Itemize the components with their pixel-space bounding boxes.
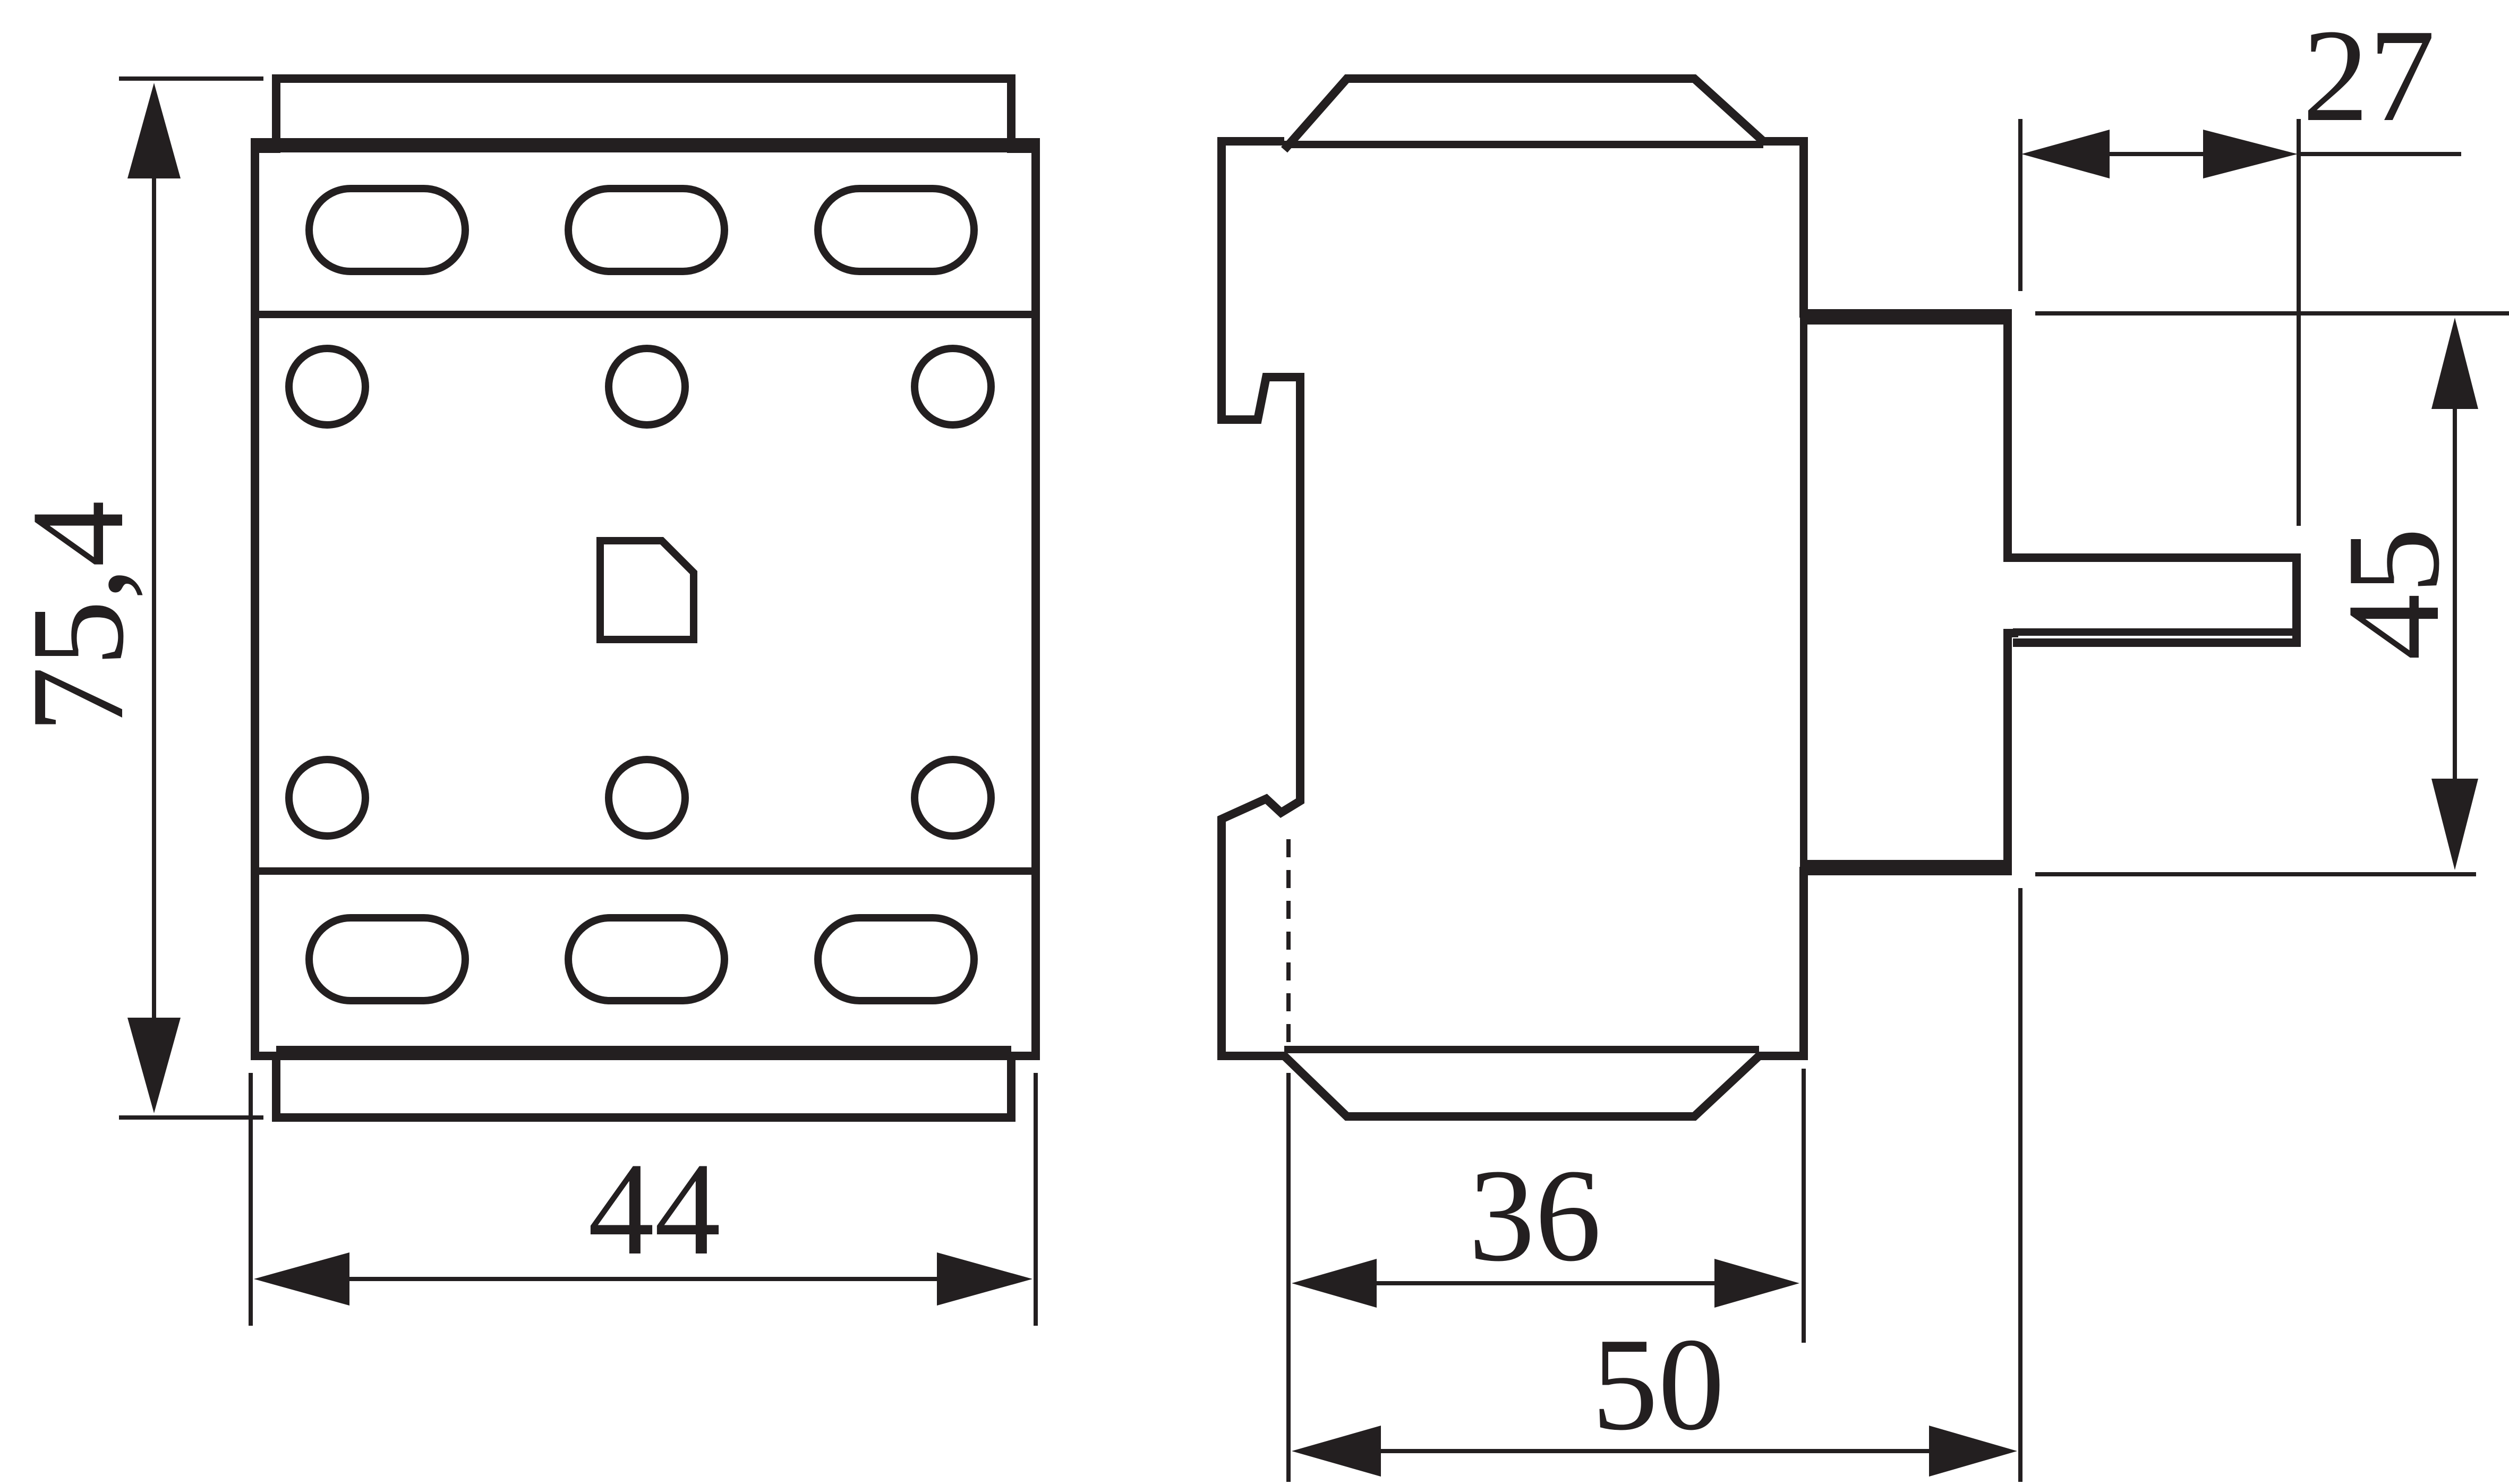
dimension-depth-total: 50 <box>1292 888 2022 1482</box>
depth-total-label: 50 <box>1592 1311 1725 1458</box>
arrowhead <box>2203 130 2298 178</box>
screw-hole <box>605 345 689 429</box>
dimension-width: 44 <box>249 1073 1038 1326</box>
front-bottom-flange <box>255 1052 1036 1122</box>
dimension-depth-inner: 36 <box>1286 1069 1806 1482</box>
terminal-slot <box>565 185 728 275</box>
front-view <box>251 74 1040 1122</box>
height-label: 75,4 <box>4 501 151 734</box>
arrowhead <box>1292 1426 1381 1477</box>
arrowhead <box>1929 1426 2017 1477</box>
arrowhead <box>2431 318 2478 409</box>
screw-hole <box>605 756 689 840</box>
offset-label: 27 <box>2302 2 2435 149</box>
screw-hole <box>285 756 369 840</box>
terminal-slot <box>305 185 469 275</box>
arrowhead <box>2431 779 2478 870</box>
screw-hole <box>911 345 995 429</box>
arrowhead <box>1714 1259 1799 1308</box>
dimension-height: 75,4 <box>4 76 263 1120</box>
terminal-slot <box>814 914 978 1004</box>
front-body <box>251 138 1040 1060</box>
arrowhead <box>937 1252 1032 1306</box>
indicator-window <box>596 537 697 643</box>
toggle-lever <box>2013 553 2301 647</box>
dimension-offset: 27 <box>2018 2 2461 526</box>
panel-height-label: 45 <box>2320 527 2467 660</box>
depth-inner-label: 36 <box>1469 1142 1601 1289</box>
arrowhead <box>127 1018 181 1113</box>
dimension-panel-height: 45 <box>2035 311 2509 876</box>
terminal-slot <box>565 914 728 1004</box>
side-body-outline <box>1217 74 2018 1121</box>
screw-hole <box>911 756 995 840</box>
front-top-flange <box>255 74 1036 153</box>
screw-hole <box>285 345 369 429</box>
terminal-slot <box>814 185 978 275</box>
arrowhead <box>127 83 181 178</box>
arrowhead <box>254 1252 349 1306</box>
side-view <box>1217 74 2301 1121</box>
arrowhead <box>1292 1259 1377 1308</box>
terminal-slot <box>305 914 469 1004</box>
width-label: 44 <box>588 1136 721 1283</box>
arrowhead <box>2021 130 2110 178</box>
